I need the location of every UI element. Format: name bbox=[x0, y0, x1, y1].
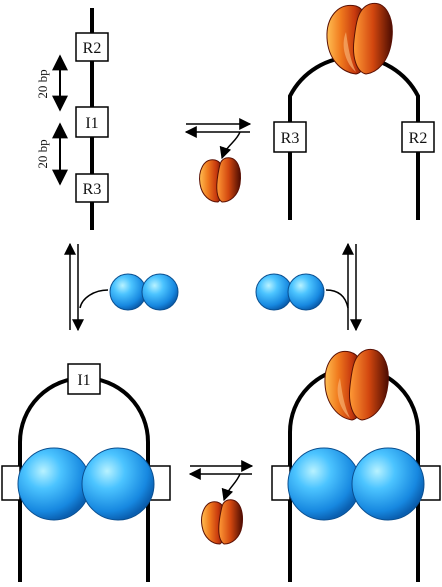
equilibrium-top bbox=[184, 118, 252, 203]
site-i1-box bbox=[75, 106, 109, 138]
release-arrow bbox=[219, 131, 241, 160]
repressor-dimer bbox=[326, 2, 393, 75]
site-box-left bbox=[271, 465, 291, 501]
site-r3-box bbox=[273, 121, 307, 153]
equilibrium-bottom bbox=[188, 460, 254, 545]
dna-loop bbox=[288, 55, 420, 220]
repressor-dimer bbox=[324, 348, 389, 421]
equilibrium-left bbox=[64, 242, 179, 332]
site-r2-box bbox=[401, 121, 435, 153]
activator-dimer bbox=[17, 447, 155, 521]
panel-combined-loop bbox=[271, 348, 441, 582]
site-r3-box bbox=[75, 173, 109, 203]
binding-arrow bbox=[79, 289, 109, 309]
binding-arrow bbox=[325, 289, 349, 309]
site-i1-label: I1 bbox=[77, 372, 90, 389]
site-r2-label: R2 bbox=[409, 130, 428, 147]
equilibrium-right bbox=[255, 242, 362, 332]
repressor-dimer bbox=[201, 499, 243, 545]
site-i1-label: I1 bbox=[85, 115, 98, 132]
panel-linear-dna: R2 I1 R3 20 bp 20 bp bbox=[35, 8, 109, 230]
activator-dimer bbox=[287, 447, 425, 521]
site-r3-label: R3 bbox=[83, 181, 102, 198]
activator-dimer bbox=[255, 273, 325, 311]
site-i1-box bbox=[67, 363, 101, 395]
spacing-label-upper: 20 bp bbox=[35, 69, 50, 98]
repressor-dimer bbox=[199, 157, 241, 203]
panel-repressor-loop: R3 R2 bbox=[273, 2, 435, 220]
activator-dimer bbox=[109, 273, 179, 311]
site-box-left bbox=[1, 465, 21, 501]
site-r3-label: R3 bbox=[281, 130, 300, 147]
site-r2-box bbox=[75, 32, 109, 62]
spacing-label-lower: 20 bp bbox=[35, 139, 50, 168]
release-arrow bbox=[221, 473, 241, 502]
panel-activator-loop: I1 bbox=[1, 363, 171, 582]
site-r2-label: R2 bbox=[83, 40, 102, 57]
